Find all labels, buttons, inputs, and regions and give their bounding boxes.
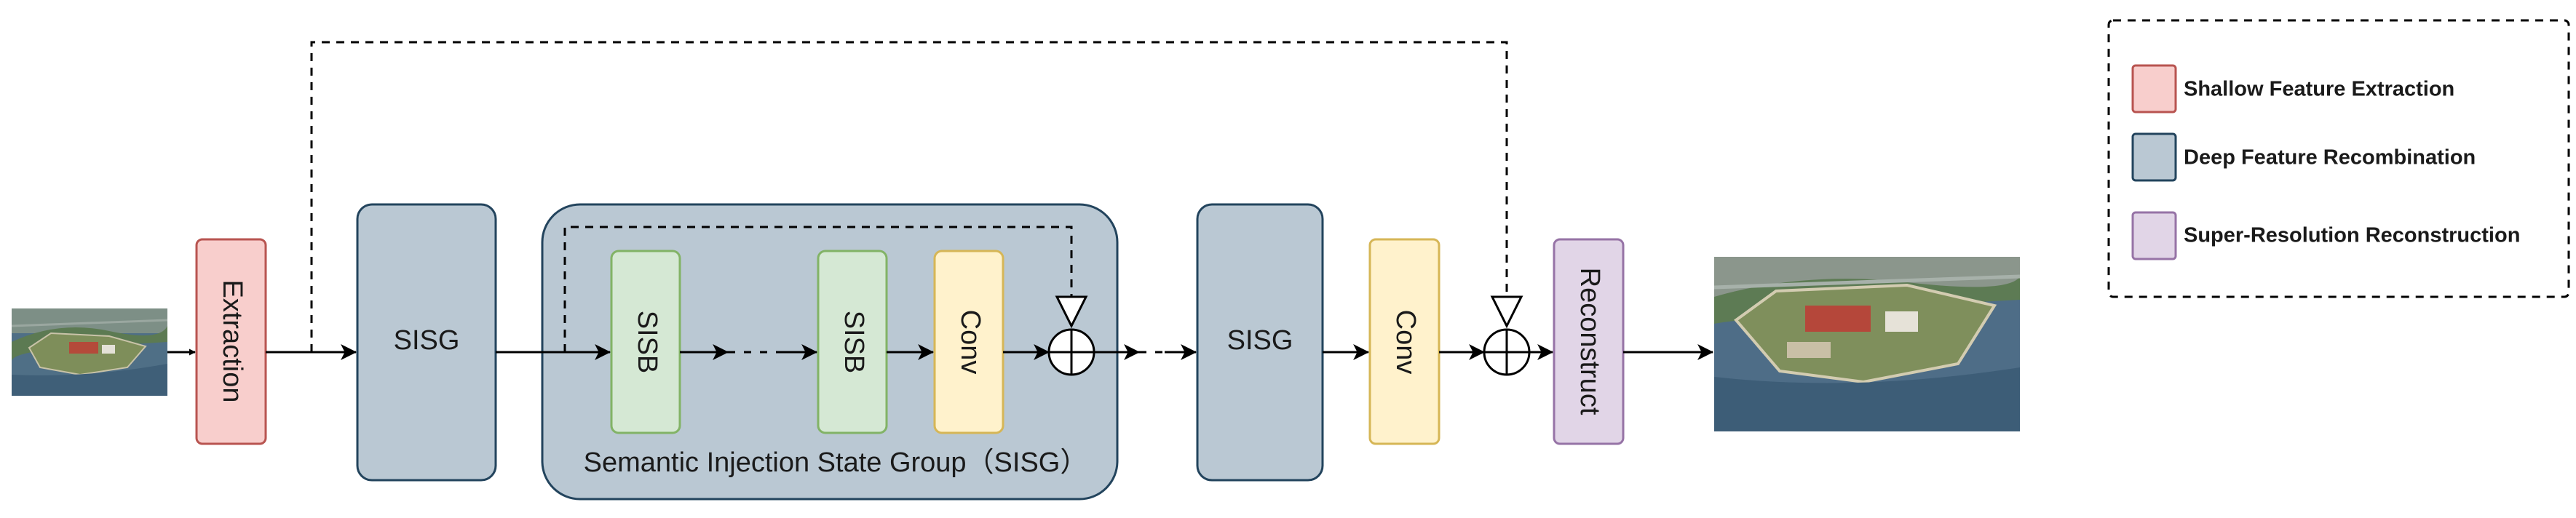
- add-node-outer: [1483, 328, 1531, 376]
- input-image: [12, 308, 167, 396]
- global-skip-connection: [310, 41, 1508, 352]
- sisb-block-first: [610, 250, 681, 434]
- global-skip-arrowhead: [1490, 295, 1523, 329]
- conv-block-outer: [1368, 238, 1440, 445]
- legend-label-reconstruction: Super-Resolution Reconstruction: [2184, 224, 2520, 247]
- legend-swatch-deep: [2131, 132, 2177, 182]
- legend-frame: [2107, 19, 2570, 298]
- reconstruct-block: [1553, 238, 1625, 445]
- extraction-block: [195, 238, 267, 445]
- conv-inner-label: Conv: [955, 310, 986, 375]
- sisg-group-caption: Semantic Injection State Group（SISG）: [584, 447, 1088, 478]
- legend: Shallow Feature Extraction Deep Feature …: [2107, 19, 2570, 298]
- add-node-inner: [1047, 328, 1095, 376]
- conv-outer-label: Conv: [1390, 310, 1421, 375]
- extraction-label: Extraction: [217, 280, 247, 403]
- sisb-first-label: SISB: [632, 311, 662, 374]
- inner-skip-arrowhead: [1055, 295, 1088, 329]
- conv-block-inner: [933, 250, 1004, 434]
- sisg-first-label: SISG: [394, 325, 460, 356]
- legend-label-shallow: Shallow Feature Extraction: [2184, 78, 2454, 101]
- sisg-block-last: [1196, 203, 1324, 482]
- legend-swatch-shallow: [2131, 64, 2177, 113]
- sisg-last-label: SISG: [1227, 325, 1293, 356]
- inner-skip-connection: [563, 226, 1073, 352]
- sisg-block-first: [356, 203, 497, 482]
- connection-lines: [167, 41, 1714, 360]
- sisb-block-second: [817, 250, 888, 434]
- reconstruct-label: Reconstruct: [1574, 268, 1605, 415]
- aerial-fortress-icon: [12, 308, 167, 396]
- sisb-second-label: SISB: [839, 311, 869, 374]
- output-image: [1714, 257, 2020, 431]
- legend-swatch-reconstruction: [2131, 211, 2177, 260]
- aerial-fortress-icon: [1714, 257, 2020, 431]
- legend-label-deep: Deep Feature Recombination: [2184, 146, 2476, 170]
